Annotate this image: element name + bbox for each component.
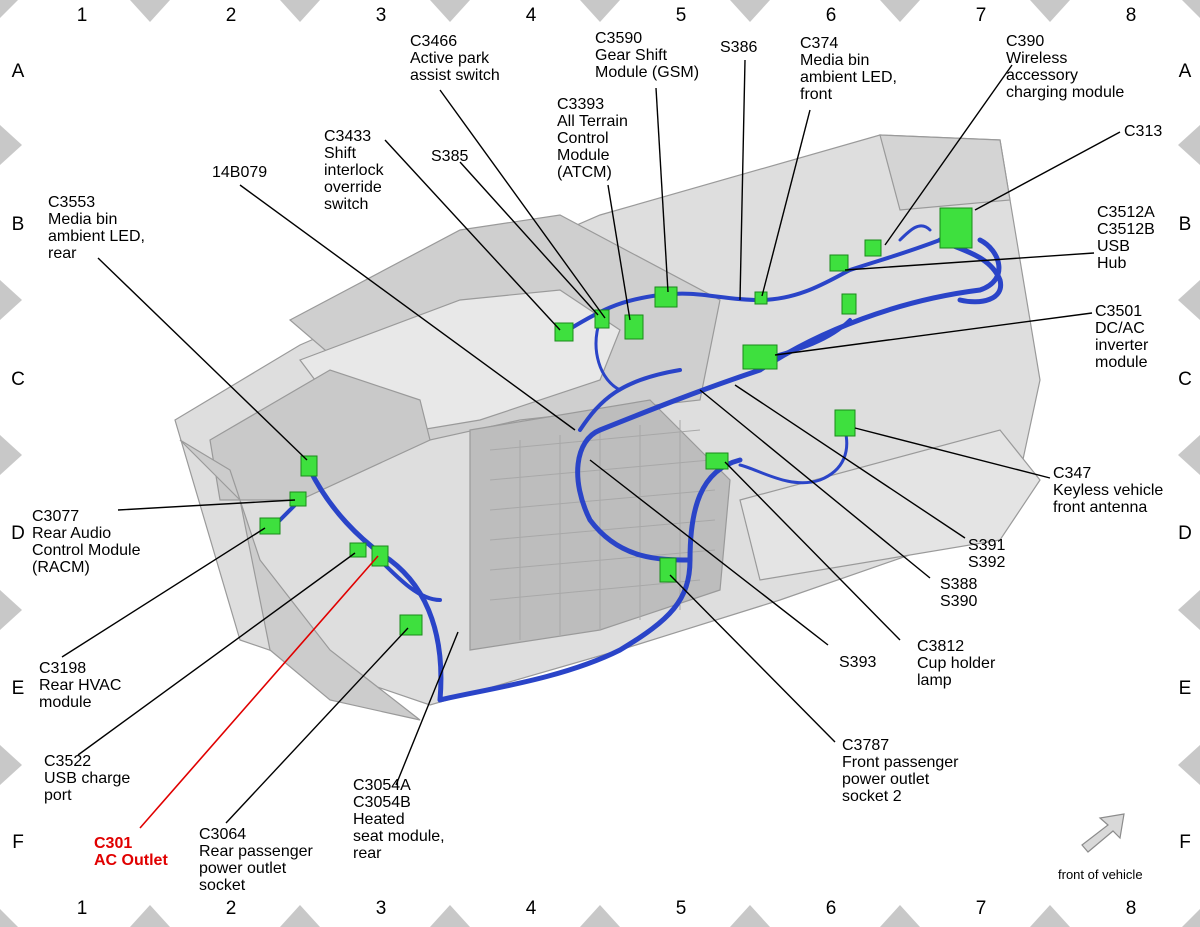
callout-c3512: C3512A C3512B USB Hub	[1097, 204, 1155, 272]
callout-c3501: C3501 DC/AC inverter module	[1095, 303, 1149, 371]
grid-row-e-left: E	[11, 678, 25, 699]
grid-row-b-right: B	[1178, 214, 1192, 235]
callout-14b079: 14B079	[212, 164, 268, 181]
callout-c3054: C3054A C3054B Heated seat module, rear	[353, 777, 445, 862]
callout-s391: S391 S392	[968, 537, 1006, 571]
grid-col-1-top: 1	[76, 5, 88, 26]
grid-row-a-left: A	[11, 61, 25, 82]
grid-col-8-bottom: 8	[1125, 898, 1137, 919]
front-arrow-icon	[1081, 813, 1125, 853]
callout-c3198: C3198 Rear HVAC module	[39, 660, 122, 711]
callout-c3812: C3812 Cup holder lamp	[917, 638, 996, 689]
c301-leader-line	[139, 555, 379, 829]
connector-c313	[939, 207, 973, 249]
callout-s393: S393	[839, 654, 877, 671]
grid-row-f-left: F	[12, 832, 24, 853]
callout-c374: C374 Media bin ambient LED, front	[800, 35, 897, 103]
connector-c390	[864, 239, 882, 257]
front-of-vehicle-label: front of vehicle	[1058, 867, 1143, 882]
leader-lines	[61, 59, 1121, 824]
grid-row-c-right: C	[1178, 369, 1192, 390]
callout-c3553: C3553 Media bin ambient LED, rear	[48, 194, 145, 262]
connector-c3198	[259, 517, 281, 535]
grid-col-6-bottom: 6	[825, 898, 837, 919]
connector-c3787	[659, 557, 677, 583]
grid-row-b-left: B	[11, 214, 25, 235]
grid-row-d-right: D	[1178, 523, 1192, 544]
callout-s388: S388 S390	[940, 576, 978, 610]
grid-row-c-left: C	[11, 369, 25, 390]
callout-s385: S385	[431, 148, 469, 165]
connector-c3064	[399, 614, 423, 636]
connector-s385	[594, 309, 610, 329]
grid-col-2-top: 2	[225, 5, 237, 26]
grid-col-7-top: 7	[975, 5, 987, 26]
connectors	[259, 207, 973, 636]
connector-c3501	[742, 344, 778, 370]
grid-row-f-right: F	[1179, 832, 1191, 853]
callout-c3522: C3522 USB charge port	[44, 753, 131, 804]
callout-c313: C313	[1124, 123, 1163, 140]
connector-c3590	[654, 286, 678, 308]
callout-c301: C301 AC Outlet	[94, 835, 168, 869]
grid-col-8-top: 8	[1125, 5, 1137, 26]
grid-col-1-bottom: 1	[76, 898, 88, 919]
callout-c3590: C3590 Gear Shift Module (GSM)	[595, 30, 700, 81]
grid-row-e-right: E	[1178, 678, 1192, 699]
connector-c301	[371, 545, 389, 567]
connector-c3393	[624, 314, 644, 340]
callout-c3433: C3433 Shift interlock override switch	[324, 128, 384, 213]
callout-c3077: C3077 Rear Audio Control Module (RACM)	[32, 508, 141, 576]
grid-col-3-top: 3	[375, 5, 387, 26]
grid-col-3-bottom: 3	[375, 898, 387, 919]
connector-c3812	[705, 452, 729, 470]
callout-c390: C390 Wireless accessory charging module	[1006, 33, 1125, 101]
grid-col-6-top: 6	[825, 5, 837, 26]
callout-c3064: C3064 Rear passenger power outlet socket	[199, 826, 313, 894]
grid-row-d-left: D	[11, 523, 25, 544]
connector-c3077	[289, 491, 307, 507]
connector-c3433	[554, 322, 574, 342]
connector-c347	[834, 409, 856, 437]
grid-col-7-bottom: 7	[975, 898, 987, 919]
callout-c3787: C3787 Front passenger power outlet socke…	[842, 737, 959, 805]
callout-c3466: C3466 Active park assist switch	[410, 33, 500, 84]
callout-c347: C347 Keyless vehicle front antenna	[1053, 465, 1164, 516]
grid-row-a-right: A	[1178, 61, 1192, 82]
grid-col-4-top: 4	[525, 5, 537, 26]
connector-extra	[841, 293, 857, 315]
callout-c3393: C3393 All Terrain Control Module (ATCM)	[557, 96, 628, 181]
connector-c3553	[300, 455, 318, 477]
grid-col-4-bottom: 4	[525, 898, 537, 919]
connector-c3512	[829, 254, 849, 272]
grid-col-5-bottom: 5	[675, 898, 687, 919]
grid-col-5-top: 5	[675, 5, 687, 26]
grid-col-2-bottom: 2	[225, 898, 237, 919]
connector-s386	[754, 291, 768, 305]
callout-s386: S386	[720, 39, 758, 56]
